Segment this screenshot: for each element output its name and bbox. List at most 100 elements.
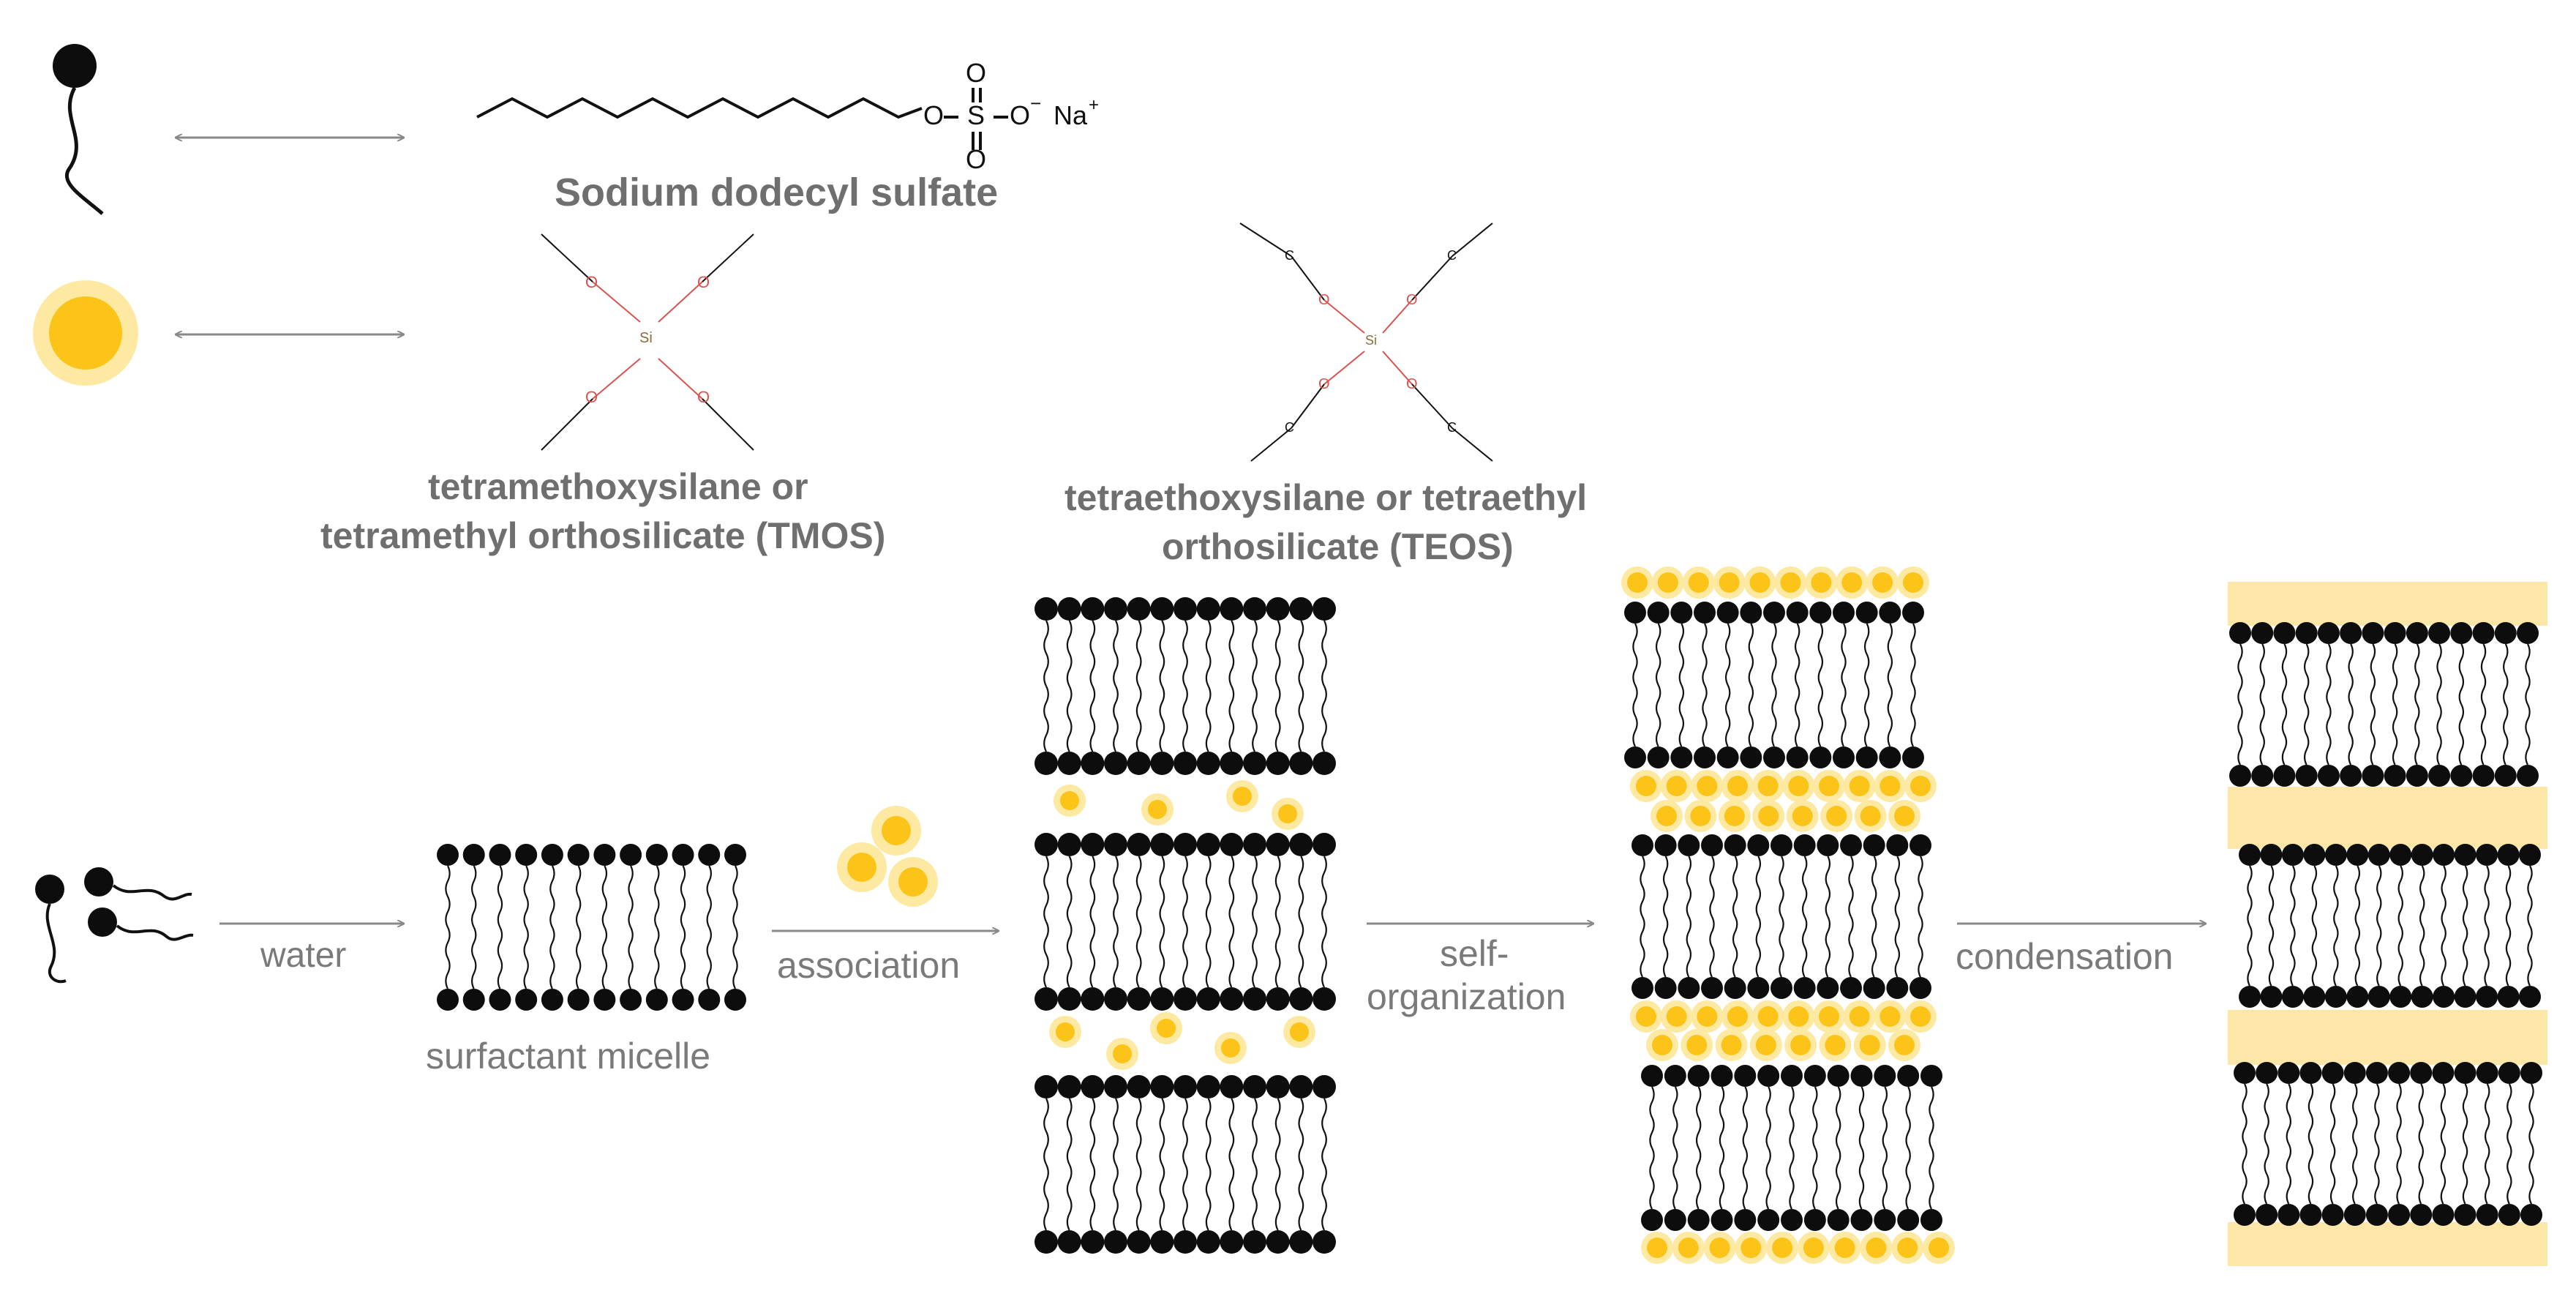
silica-particle xyxy=(1666,1006,1687,1027)
association-bilayer-2 xyxy=(1034,833,1336,1011)
silica-particle xyxy=(1652,1035,1672,1055)
lipid-tail xyxy=(1274,620,1281,686)
lipid-head xyxy=(2260,986,2283,1008)
step-label-condensation: condensation xyxy=(1956,936,2174,977)
lipid-head xyxy=(2239,844,2261,866)
lipid-head xyxy=(1313,833,1336,856)
lipid-tail xyxy=(2480,704,2487,766)
lipid-head xyxy=(1127,1075,1151,1098)
lipid-tail xyxy=(1089,686,1096,752)
silica-particle xyxy=(1727,776,1748,796)
lipid-head xyxy=(541,989,563,1011)
lipid-head xyxy=(1886,977,1909,999)
lipid-head xyxy=(1266,1230,1290,1254)
lipid-tail xyxy=(2440,1143,2447,1205)
silica-particle xyxy=(1860,806,1881,826)
silica-particle xyxy=(1825,1035,1846,1055)
sds-atom-o-bottom: O xyxy=(966,144,987,174)
lipid-tail xyxy=(1182,856,1188,922)
organized-bilayer-2 xyxy=(1631,834,1931,999)
lipid-tail xyxy=(1159,1164,1165,1231)
lipid-head xyxy=(2362,622,2384,644)
lipid-head xyxy=(1243,752,1266,775)
lipid-tail xyxy=(1871,856,1877,917)
lipid-head xyxy=(2303,986,2326,1008)
lipid-head xyxy=(437,844,459,866)
lipid-head xyxy=(2273,622,2296,644)
silica-particle xyxy=(1221,1038,1240,1058)
teos-name-line2: orthosilicate (TEOS) xyxy=(1162,526,1514,567)
lipid-head xyxy=(1920,1209,1942,1231)
lipid-tail xyxy=(1274,1098,1281,1165)
lipid-head xyxy=(2278,1062,2300,1084)
lipid-tail xyxy=(2237,704,2243,766)
lipid-tail xyxy=(1765,1086,1771,1148)
surfactant-icon xyxy=(53,44,104,215)
lipid-head xyxy=(2299,1204,2322,1226)
lipid-tail xyxy=(1182,1164,1188,1231)
lipid-head xyxy=(2406,765,2428,787)
lipid-head xyxy=(2498,1062,2520,1084)
lipid-tail xyxy=(1043,1098,1049,1165)
lipid-tail xyxy=(1882,1086,1888,1148)
lipid-head xyxy=(437,989,459,1011)
lipid-tail xyxy=(1929,1086,1934,1148)
lipid-head xyxy=(1734,1209,1757,1231)
lipid-head xyxy=(1313,1075,1336,1098)
lipid-head xyxy=(2295,622,2318,644)
lipid-head xyxy=(620,844,642,866)
lipid-tail xyxy=(1858,1148,1865,1210)
lipid-tail xyxy=(2326,643,2332,705)
lipid-head xyxy=(2324,986,2347,1008)
lipid-head xyxy=(1174,833,1197,856)
lipid-tail xyxy=(2396,1083,2402,1145)
lipid-tail xyxy=(2264,1143,2269,1205)
lipid-tail xyxy=(2290,865,2296,927)
silica-particle xyxy=(1157,1019,1176,1038)
lipid-head xyxy=(2340,622,2362,644)
lipid-head xyxy=(1879,602,1901,624)
lipid-head xyxy=(2454,1062,2477,1084)
lipid-tail xyxy=(2528,1143,2534,1205)
lipid-head xyxy=(1266,1075,1290,1098)
lipid-head xyxy=(1150,1230,1174,1254)
lipid-tail xyxy=(2392,643,2398,705)
lipid-head xyxy=(1174,1230,1197,1254)
lipid-tail xyxy=(654,927,660,989)
lipid-tail xyxy=(2414,643,2420,705)
lipid-tail xyxy=(1182,686,1188,752)
lipid-head xyxy=(2410,1062,2433,1084)
lipid-tail xyxy=(1748,684,1754,747)
lipid-tail xyxy=(2303,643,2310,705)
silica-particle xyxy=(1690,806,1711,826)
lipid-tail xyxy=(1089,1098,1096,1165)
lipid-tail xyxy=(1755,916,1762,978)
lipid-head xyxy=(2229,622,2251,644)
tmos-atom-o: O xyxy=(697,273,710,291)
lipid-head xyxy=(1670,602,1693,624)
silica-particle xyxy=(1811,572,1832,593)
lipid-tail xyxy=(1321,1164,1327,1231)
tmos-atom-si: Si xyxy=(639,330,653,346)
lipid-tail xyxy=(1779,856,1784,917)
tmos-structure xyxy=(541,233,754,451)
lipid-head xyxy=(1770,834,1792,856)
lipid-head xyxy=(2324,844,2347,866)
lipid-head xyxy=(489,989,511,1011)
silica-particle xyxy=(1686,1035,1708,1055)
lipid-head xyxy=(2389,986,2412,1008)
lipid-head xyxy=(1196,1075,1220,1098)
lipid-tail xyxy=(2242,1143,2248,1205)
lipid-tail xyxy=(2264,1083,2269,1145)
lipid-head xyxy=(2295,765,2318,787)
sds-atom-o-left: O xyxy=(923,100,945,130)
lipid-tail xyxy=(2440,1083,2447,1145)
lipid-tail xyxy=(2286,1083,2292,1145)
lipid-head xyxy=(1220,1230,1244,1254)
lipid-head xyxy=(2476,844,2498,866)
lipid-tail xyxy=(2441,925,2447,987)
lipid-head xyxy=(1631,977,1653,999)
lipid-tail xyxy=(1298,921,1304,988)
lipid-tail xyxy=(1841,684,1847,747)
lipid-tail xyxy=(549,865,555,928)
